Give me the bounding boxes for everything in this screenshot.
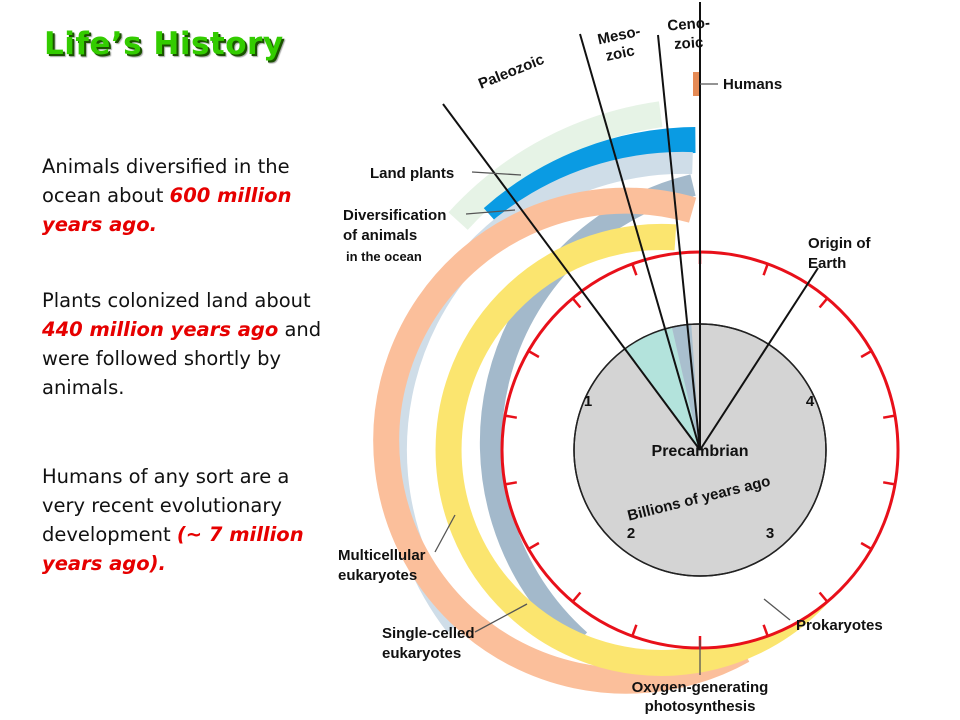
mesozoic-label-line2: zoic [604, 42, 636, 65]
timeline-tick [631, 624, 638, 637]
paragraph-animals-ocean: Animals diversified in the ocean about 6… [42, 152, 327, 239]
land-plants-band [448, 101, 663, 230]
paleozoic-line [442, 103, 701, 451]
animals-label-line3: in the ocean [346, 249, 422, 264]
single-celled-label-line2: eukaryotes [382, 645, 461, 662]
timeline-tick [860, 541, 873, 551]
multicellular-leader [434, 514, 456, 553]
cenozoic-mark [693, 72, 699, 96]
prokaryotes-leader [763, 598, 791, 621]
humans-label: Humans [723, 76, 782, 93]
text-segment: Plants colonized land about [42, 289, 311, 312]
mesozoic-wedge [671, 324, 700, 450]
timeline-tick [762, 624, 769, 637]
timeline-tick [571, 297, 582, 309]
origin-label-line1: Origin of [808, 235, 871, 252]
cenozoic-label-line1: Ceno- [667, 15, 711, 35]
timeline-tick [504, 414, 518, 419]
timeline-tick [527, 541, 540, 551]
prokaryotes-label: Prokaryotes [796, 617, 883, 634]
animals-leader [465, 209, 516, 215]
highlight-text: 440 million years ago [42, 318, 279, 341]
text-segment: Animals diversified in the ocean about [42, 155, 290, 207]
paleozoic-label: Paleozoic [476, 51, 547, 93]
highlight-text: 600 million years ago. [42, 184, 292, 236]
timeline-tick [860, 349, 873, 359]
timeline-tick [504, 481, 518, 486]
timeline-tick [882, 481, 896, 486]
origin-line [699, 267, 819, 451]
oxygen-label-line2: photosynthesis [645, 698, 756, 715]
text-segment: and were followed shortly by animals. [42, 318, 322, 399]
timeline-tick [818, 591, 829, 603]
paragraph-humans: Humans of any sort are a very recent evo… [42, 462, 327, 578]
oxygen-photosynthesis-band [373, 187, 750, 694]
billions-tick-3: 3 [766, 525, 774, 542]
timeline-tick [882, 414, 896, 419]
cenozoic-line [657, 34, 701, 451]
multicellular-label-line1: Multicellular [338, 547, 426, 564]
land-plants-leader [471, 171, 522, 176]
single-celled-eukaryotes-band [479, 174, 696, 649]
timeline-tick [762, 263, 769, 276]
timeline-tick [527, 349, 540, 359]
multicellular-label-line2: eukaryotes [338, 567, 417, 584]
paleozoic-wedge [624, 327, 700, 450]
land-plants-label: Land plants [370, 165, 454, 182]
timeline-tick [571, 591, 582, 603]
animals-label-line2: of animals [343, 227, 417, 244]
mesozoic-line [579, 33, 701, 451]
animals-label-line1: Diversification [343, 207, 446, 224]
single-celled-label-line1: Single-celled [382, 625, 475, 642]
cenozoic-label-line2: zoic [674, 34, 704, 53]
highlight-text: (~ 7 million years ago). [42, 523, 304, 575]
paragraph-plants-land: Plants colonized land about 440 million … [42, 286, 327, 402]
slide-title: Life’s History [44, 26, 284, 62]
text-segment: Humans of any sort are a very recent evo… [42, 465, 290, 546]
billions-tick-4: 4 [806, 393, 815, 410]
timeline-tick [818, 297, 829, 309]
precambrian-label: Precambrian [652, 443, 749, 460]
single-celled-leader [474, 603, 528, 633]
oxygen-label-line1: Oxygen-generating [632, 679, 769, 696]
billions-tick-2: 2 [627, 525, 635, 542]
timeline-tick [631, 263, 638, 276]
origin-label-line2: Earth [808, 255, 846, 272]
billions-tick-1: 1 [584, 393, 592, 410]
